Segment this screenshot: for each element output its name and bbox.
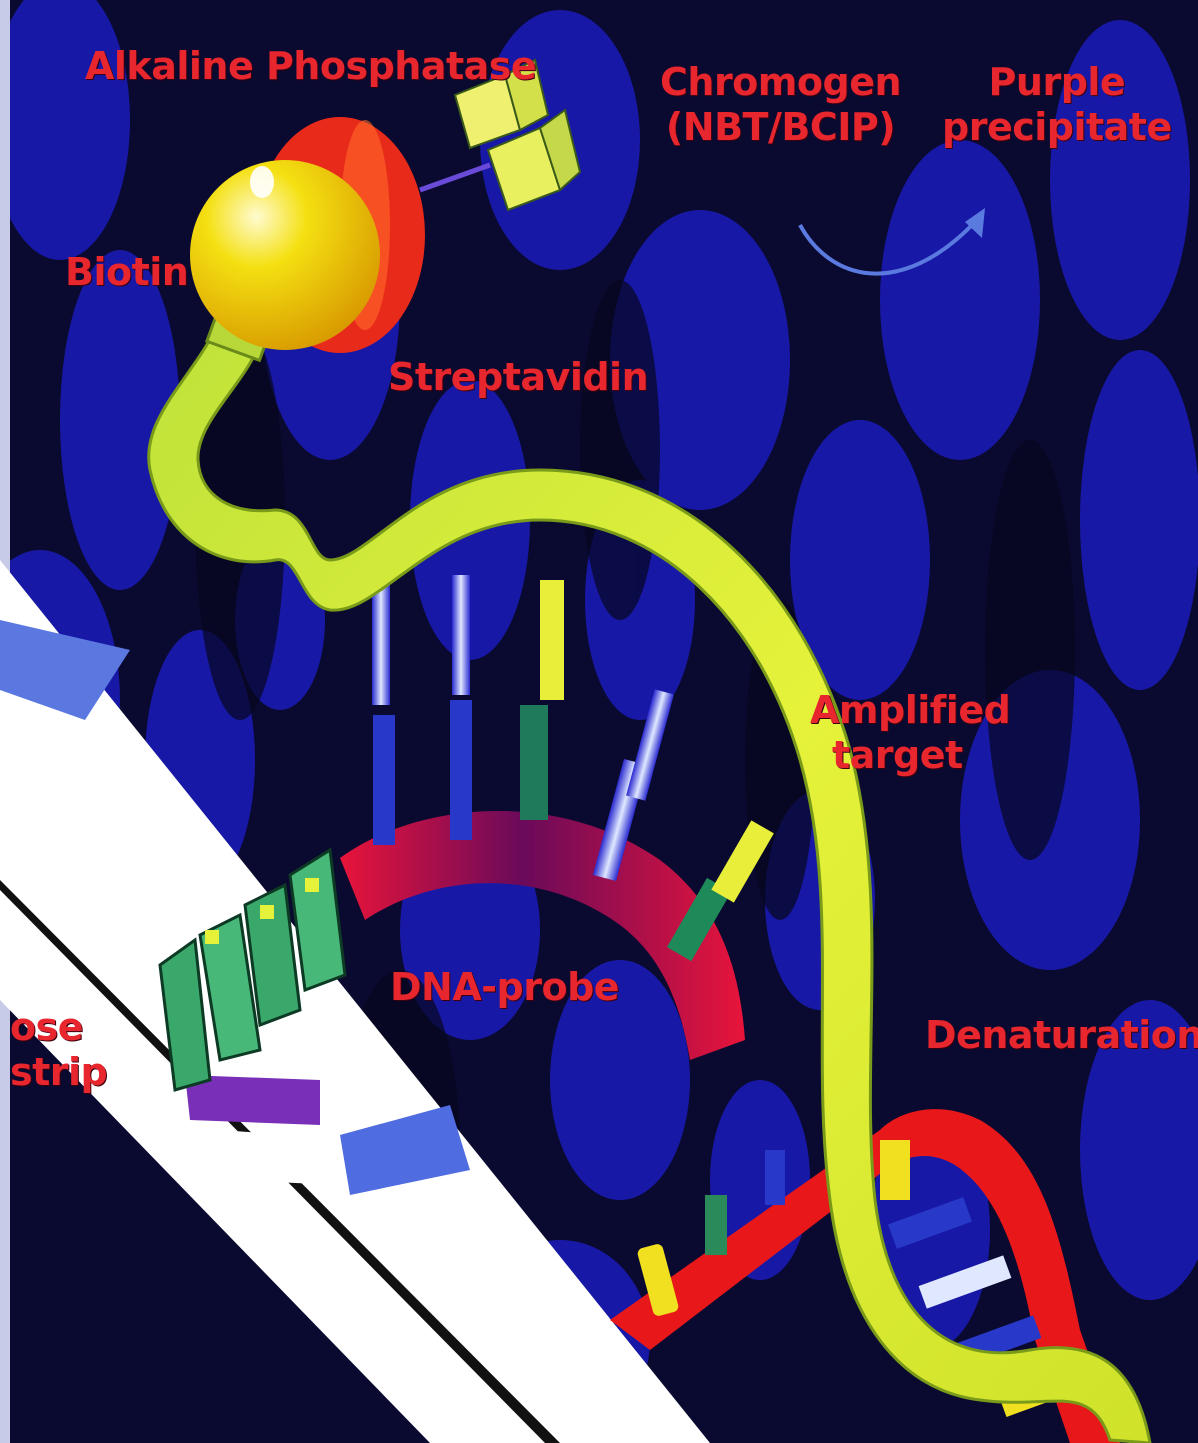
- label-amplified-line2: target: [810, 733, 1010, 778]
- label-purple-precipitate: Purple precipitate: [942, 60, 1172, 150]
- label-nitrocellulose-line1: ose: [10, 1005, 107, 1050]
- label-amplified-target: Amplified target: [810, 688, 1010, 778]
- label-chromogen-line2: (NBT/BCIP): [660, 105, 901, 150]
- label-denaturation: Denaturation: [925, 1013, 1198, 1058]
- label-purple-line2: precipitate: [942, 105, 1172, 150]
- label-dna-probe: DNA-probe: [390, 965, 619, 1010]
- label-chromogen-line1: Chromogen: [660, 60, 901, 105]
- label-streptavidin: Streptavidin: [388, 355, 648, 400]
- label-nitrocellulose-strip: ose strip: [10, 1005, 107, 1095]
- biotin-ball: [190, 160, 380, 350]
- label-amplified-line1: Amplified: [810, 688, 1010, 733]
- label-chromogen: Chromogen (NBT/BCIP): [660, 60, 901, 150]
- label-nitrocellulose-line2: strip: [10, 1050, 107, 1095]
- label-purple-line1: Purple: [942, 60, 1172, 105]
- label-alkaline-phosphatase: Alkaline Phosphatase: [85, 44, 536, 89]
- label-biotin: Biotin: [65, 250, 188, 295]
